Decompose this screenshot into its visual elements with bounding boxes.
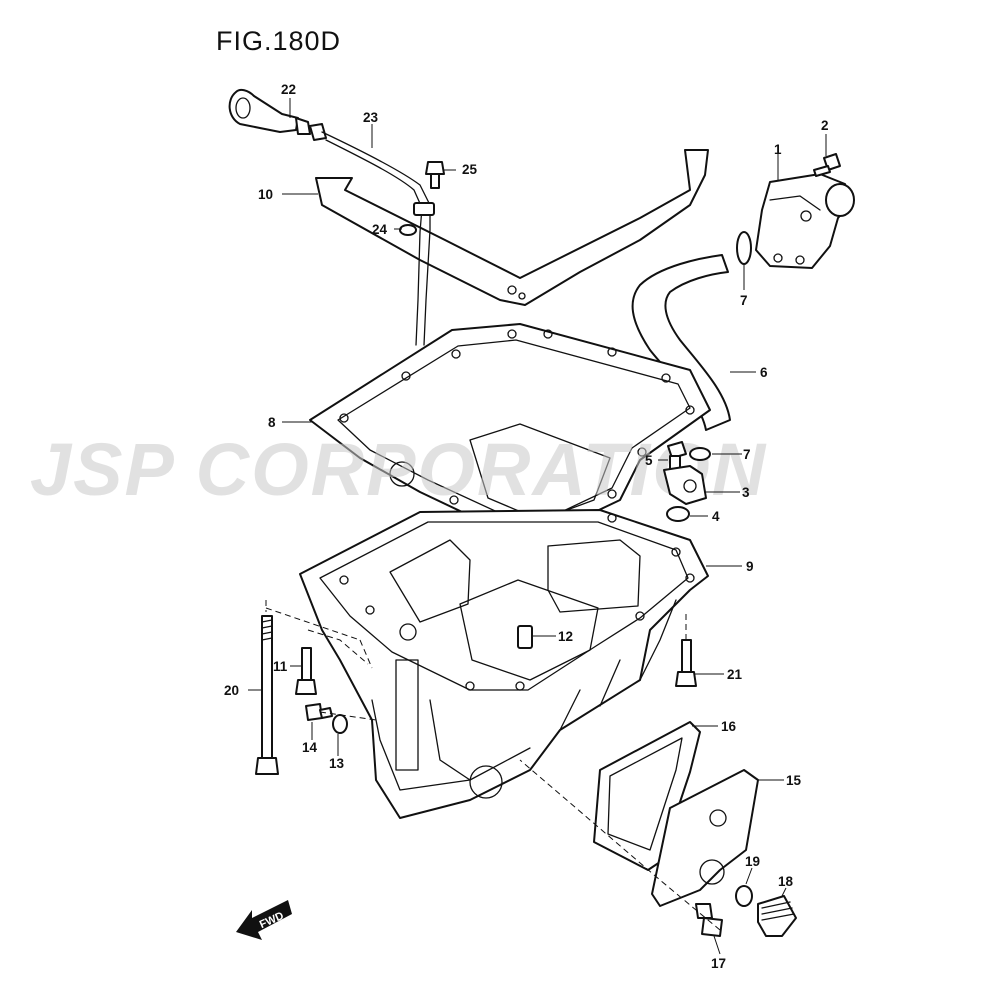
callout-15: 15	[786, 773, 802, 788]
figure-title: FIG.180D	[216, 26, 341, 56]
part-4-oring	[666, 506, 690, 522]
callout-24: 24	[372, 222, 388, 237]
part-11-bolt	[295, 647, 317, 695]
part-25-bolt	[425, 161, 445, 189]
part-23-guide-tube	[309, 123, 435, 346]
part-7-oring-upper	[736, 231, 752, 265]
part-6-hose	[631, 254, 731, 431]
assembly-line-17	[519, 759, 721, 931]
callout-18: 18	[778, 874, 794, 889]
leader-lines	[248, 98, 827, 955]
part-12-dowel	[517, 625, 533, 649]
part-1-housing	[755, 173, 855, 269]
callout-1: 1	[774, 142, 782, 157]
part-10-bracket	[315, 149, 709, 306]
callout-13: 13	[329, 756, 345, 771]
part-17-bolt	[695, 903, 723, 937]
part-14-bolt	[305, 703, 333, 721]
part-22-dipstick	[228, 88, 311, 135]
callout-17: 17	[711, 956, 726, 971]
callout-9: 9	[746, 559, 754, 574]
fwd-arrow-icon: FWD	[236, 900, 292, 940]
part-15-cover	[651, 769, 759, 907]
callout-5: 5	[645, 453, 653, 468]
callout-7-lower: 7	[743, 447, 751, 462]
callout-23: 23	[363, 110, 379, 125]
callout-19: 19	[745, 854, 760, 869]
part-16-gasket-inner	[607, 737, 683, 851]
callout-11: 11	[273, 659, 288, 674]
part-24-washer	[399, 224, 417, 236]
callout-labels: 22 23 25 10 24 2 1 7 6 8 5 7 3 4 9 12 21…	[224, 82, 829, 971]
callout-16: 16	[721, 719, 737, 734]
callout-12: 12	[558, 629, 573, 644]
callout-6: 6	[760, 365, 768, 380]
callout-4: 4	[712, 509, 720, 524]
part-18-plug	[757, 895, 797, 937]
callout-7-upper: 7	[740, 293, 748, 308]
callout-25: 25	[462, 162, 478, 177]
part-20-bolt	[255, 615, 279, 775]
callout-14: 14	[302, 740, 318, 755]
part-2-bolt	[813, 153, 841, 177]
assembly-line-20	[265, 600, 373, 669]
callout-22: 22	[281, 82, 296, 97]
part-19-washer	[735, 885, 753, 907]
callout-8: 8	[268, 415, 276, 430]
part-21-bolt	[675, 639, 697, 687]
part-7-oring-lower	[689, 447, 711, 461]
assembly-line-11	[307, 629, 369, 665]
part-9-oil-pan	[299, 509, 709, 819]
watermark-text: JSP CORPORATION	[30, 428, 767, 511]
callout-10: 10	[258, 187, 273, 202]
callout-2: 2	[821, 118, 829, 133]
part-8-gasket	[309, 323, 711, 539]
part-13-washer	[332, 714, 348, 734]
callout-3: 3	[742, 485, 750, 500]
callout-21: 21	[727, 667, 743, 682]
callout-20: 20	[224, 683, 239, 698]
part-3-union	[663, 465, 707, 505]
